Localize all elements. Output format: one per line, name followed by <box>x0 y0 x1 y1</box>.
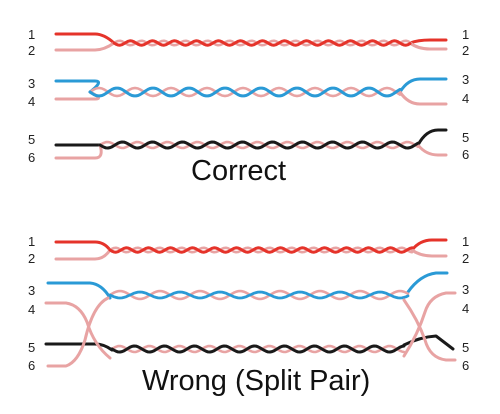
correct-pair-3-6-lead-right-b <box>398 90 448 106</box>
correct-left-label-1: 1 <box>28 27 35 42</box>
wrong-blue-lead-left <box>46 281 112 300</box>
correct-pair-3-6-twist-a <box>88 86 402 98</box>
correct-left-label-6: 6 <box>28 150 35 165</box>
correct-pair-3-6-twist-b <box>88 86 402 98</box>
correct-pair-1-2-lead-left-b <box>54 41 116 52</box>
correct-pair-4-5-lead-left-b <box>54 143 103 160</box>
wrong-right-label-5: 5 <box>462 340 469 355</box>
wrong-blue-twist <box>108 290 410 300</box>
wrong-caption: Wrong (Split Pair) <box>142 365 370 397</box>
correct-right-label-2: 2 <box>462 43 469 58</box>
wrong-right-label-4: 4 <box>462 301 469 316</box>
correct-pair-1-2-twist-a <box>112 39 412 47</box>
correct-pair-4-5-twist-b <box>98 140 420 150</box>
correct-left-label-2: 2 <box>28 43 35 58</box>
correct-left-label-3: 3 <box>28 76 35 91</box>
wrong-pair-1-2-twist-a <box>108 246 414 254</box>
wrong-left-label-4: 4 <box>28 302 35 317</box>
wrong-right-label-2: 2 <box>462 251 469 266</box>
correct-pair-1-2-twist-b <box>112 39 412 47</box>
correct-pair-3-6-lead-right-a <box>398 77 448 94</box>
wrong-cross-left-b <box>46 296 110 368</box>
wrong-right-label-6: 6 <box>462 358 469 373</box>
correct-right-label-1: 1 <box>462 27 469 42</box>
wrong-black-lead-left <box>44 342 114 352</box>
correct-pair-4-5-lead-right-a <box>416 128 448 147</box>
correct-caption: Correct <box>191 155 286 187</box>
wrong-left-label-2: 2 <box>28 251 35 266</box>
wrong-blue-lead-right <box>406 271 449 294</box>
wrong-cross-right-b <box>402 291 457 358</box>
wrong-black-pink-twist <box>110 344 406 354</box>
wrong-blue-pink-twist <box>108 289 410 301</box>
wrong-pair-1-2-lead-right-b <box>410 248 448 258</box>
correct-right-label-5: 5 <box>462 130 469 145</box>
wrong-black-twist <box>110 344 406 354</box>
wrong-left-label-3: 3 <box>28 283 35 298</box>
wrong-pair-1-2-lead-left-b <box>54 248 112 261</box>
correct-pair-1-2-lead-right-a <box>408 38 448 45</box>
wrong-cross-left-a <box>44 301 112 360</box>
wrong-pair-1-2-lead-right-a <box>410 238 448 252</box>
wrong-black-lead-right <box>402 334 455 351</box>
correct-pair-4-5-lead-right-b <box>416 143 448 157</box>
correct-left-label-4: 4 <box>28 94 35 109</box>
correct-right-label-4: 4 <box>462 91 469 106</box>
wrong-left-label-6: 6 <box>28 358 35 373</box>
wrong-right-label-1: 1 <box>462 234 469 249</box>
correct-right-label-6: 6 <box>462 147 469 162</box>
wrong-left-label-5: 5 <box>28 340 35 355</box>
wrong-left-label-1: 1 <box>28 234 35 249</box>
correct-pair-4-5-twist-a <box>98 140 420 150</box>
correct-pair-1-2-lead-right-b <box>408 41 448 51</box>
wires-layer <box>44 32 457 368</box>
wrong-right-label-3: 3 <box>462 282 469 297</box>
correct-left-label-5: 5 <box>28 132 35 147</box>
correct-right-label-3: 3 <box>462 72 469 87</box>
correct-pair-1-2-lead-left-a <box>54 32 116 45</box>
wrong-pair-1-2-lead-left-a <box>54 240 112 252</box>
wrong-cross-right-a <box>402 298 457 362</box>
